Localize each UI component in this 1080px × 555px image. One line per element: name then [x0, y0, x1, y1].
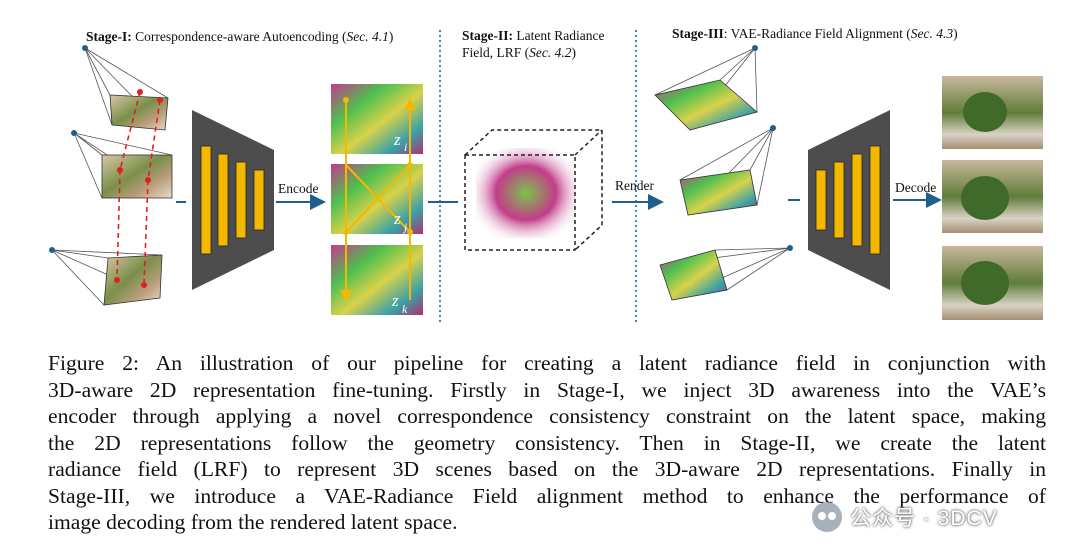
camera-view-3: [49, 247, 163, 306]
latent-label-i: z: [393, 130, 401, 149]
pipeline-diagram: Encode z i z j z k: [49, 30, 1043, 325]
wechat-icon: [812, 502, 842, 532]
latent-subscript-i: i: [404, 140, 407, 154]
latent-label-k: z: [391, 291, 399, 310]
encode-label: Encode: [278, 181, 318, 196]
render-label: Render: [615, 178, 654, 193]
caption-line-2: 3D-aware 2D representation fine-tuning. …: [48, 377, 1046, 402]
rendered-latent-views: [654, 45, 793, 301]
caption-line-5: radiance field (LRF) to represent 3D sce…: [48, 457, 1046, 481]
latent-subscript-k: k: [402, 302, 408, 316]
latent-label-j: z: [393, 209, 401, 228]
latent-stack: [331, 84, 423, 315]
decoded-output-images: [942, 76, 1043, 320]
stage-3-label: Stage-III: VAE-Radiance Field Alignment …: [672, 26, 958, 41]
camera-view-1: [82, 45, 169, 131]
decode-label: Decode: [895, 180, 936, 195]
input-views: [49, 45, 173, 306]
figure-caption: Figure 2: An illustration of our pipelin…: [48, 350, 1046, 536]
decoder-network: [808, 110, 890, 290]
correspondence-lines: [116, 91, 161, 286]
encoder-network: [192, 110, 274, 290]
correspondence-points: [114, 89, 163, 288]
camera-view-2: [71, 130, 173, 199]
pipeline-figure: Encode z i z j z k: [49, 26, 1043, 325]
caption-line-1: Figure 2: An illustration of our pipelin…: [48, 351, 1046, 375]
watermark-text: 公众号 · 3DCV: [850, 507, 998, 530]
caption-line-7: image decoding from the rendered latent …: [48, 510, 458, 534]
latent-subscript-j: j: [402, 220, 408, 234]
stage-2-label: Stage-II: Latent Radiance Field, LRF (Se…: [462, 28, 605, 60]
stage-1-label: Stage-I: Correspondence-aware Autoencodi…: [86, 29, 394, 44]
caption-line-4: the 2D representations follow the geomet…: [48, 430, 1046, 455]
latent-radiance-field-cube: [464, 129, 603, 251]
caption-line-3: encoder through applying a novel corresp…: [48, 404, 1046, 428]
watermark: 公众号 · 3DCV: [812, 500, 1062, 534]
caption-line-6: Stage-III, we introduce a VAE-Radiance F…: [48, 483, 1046, 508]
